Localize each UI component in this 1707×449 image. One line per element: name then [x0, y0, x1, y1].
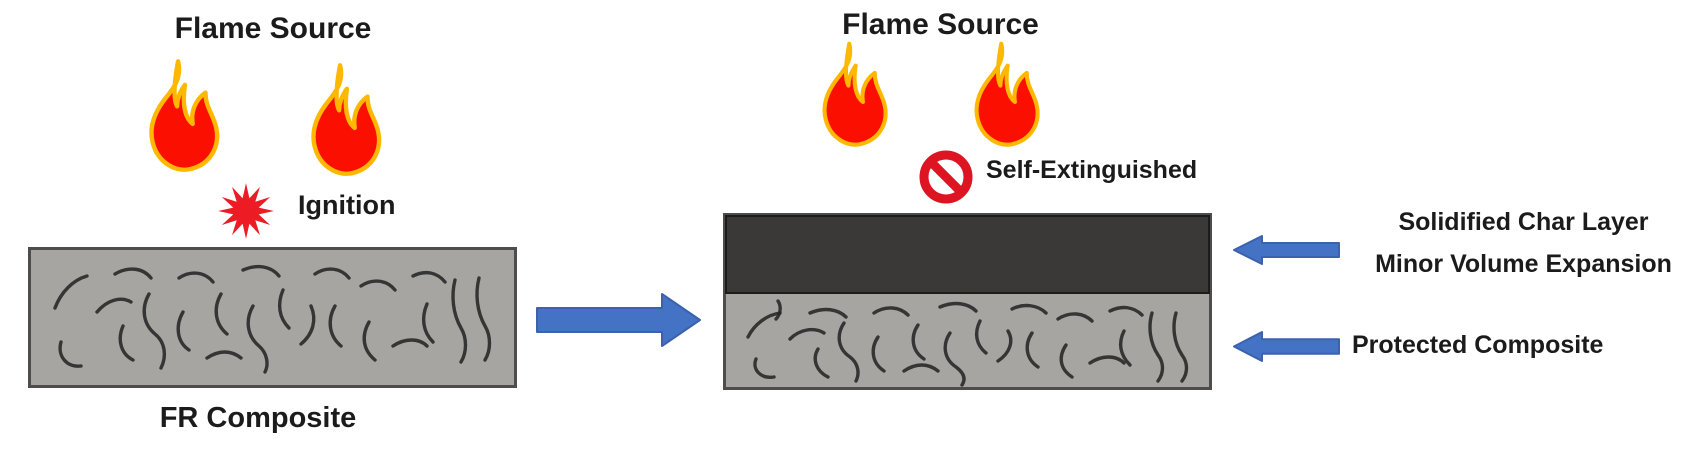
protected-composite-block	[723, 213, 1212, 390]
protected-composite-layer	[726, 295, 1209, 387]
left-flame-source-title: Flame Source	[174, 12, 372, 45]
flame-icon	[964, 37, 1044, 156]
no-entry-icon	[916, 147, 976, 207]
fr-composite-block	[28, 247, 517, 388]
self-extinguished-label: Self-Extinguished	[986, 156, 1198, 184]
flame-icon	[138, 56, 224, 180]
char-layer-annotation-line2: Minor Volume Expansion	[1375, 250, 1672, 278]
ignition-burst-icon	[215, 180, 277, 242]
arrow-right-icon	[536, 292, 702, 348]
arrow-left-icon	[1232, 331, 1340, 362]
arrow-left-icon	[1232, 235, 1340, 265]
right-flame-source-title: Flame Source	[842, 8, 1039, 41]
protected-composite-annotation: Protected Composite	[1352, 331, 1604, 359]
flame-icon	[812, 37, 892, 156]
char-layer	[725, 215, 1210, 294]
char-layer-annotation-line1: Solidified Char Layer	[1398, 208, 1649, 236]
fiber-texture	[53, 264, 492, 374]
char-layer-annotation: Solidified Char Layer Minor Volume Expan…	[1340, 201, 1707, 285]
fiber-texture	[746, 299, 1189, 387]
fr-composite-label: FR Composite	[159, 402, 357, 434]
ignition-label: Ignition	[298, 190, 396, 220]
flame-icon	[300, 60, 386, 184]
